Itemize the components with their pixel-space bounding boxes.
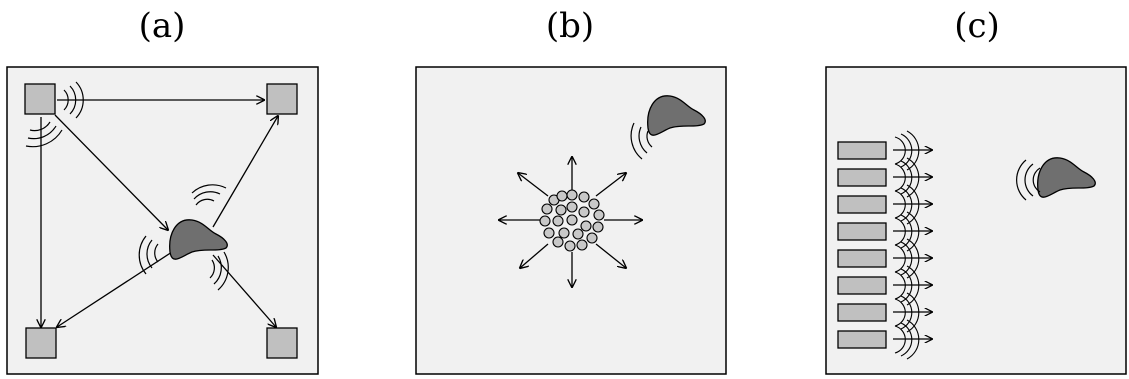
panel-label-a: (a) [139, 6, 186, 46]
panel-a [6, 66, 319, 375]
arrow-diagonal-center [54, 114, 168, 230]
arrow-to-bottom-right [212, 254, 276, 327]
transducer-array [837, 141, 887, 349]
arrow-to-top-right [212, 116, 278, 228]
wave-icon [630, 122, 653, 160]
wave-icon [138, 184, 229, 291]
sensor-top-left [24, 83, 56, 115]
panel-c-frame [825, 66, 1127, 375]
transducer-arrows [893, 150, 932, 339]
panel-label-b: (b) [546, 6, 594, 46]
arrow-to-bottom-left [57, 251, 173, 327]
wave-icon [25, 81, 84, 148]
sensor-top-right [266, 83, 298, 115]
sensor-bottom-right [266, 327, 298, 359]
particle-cluster [539, 189, 605, 252]
panel-label-c: (c) [954, 6, 1000, 46]
sensor-bottom-left [25, 327, 57, 359]
radial-arrows [499, 157, 642, 287]
panel-c [825, 66, 1127, 375]
panel-b [415, 66, 727, 375]
wave-icon [1016, 159, 1041, 201]
